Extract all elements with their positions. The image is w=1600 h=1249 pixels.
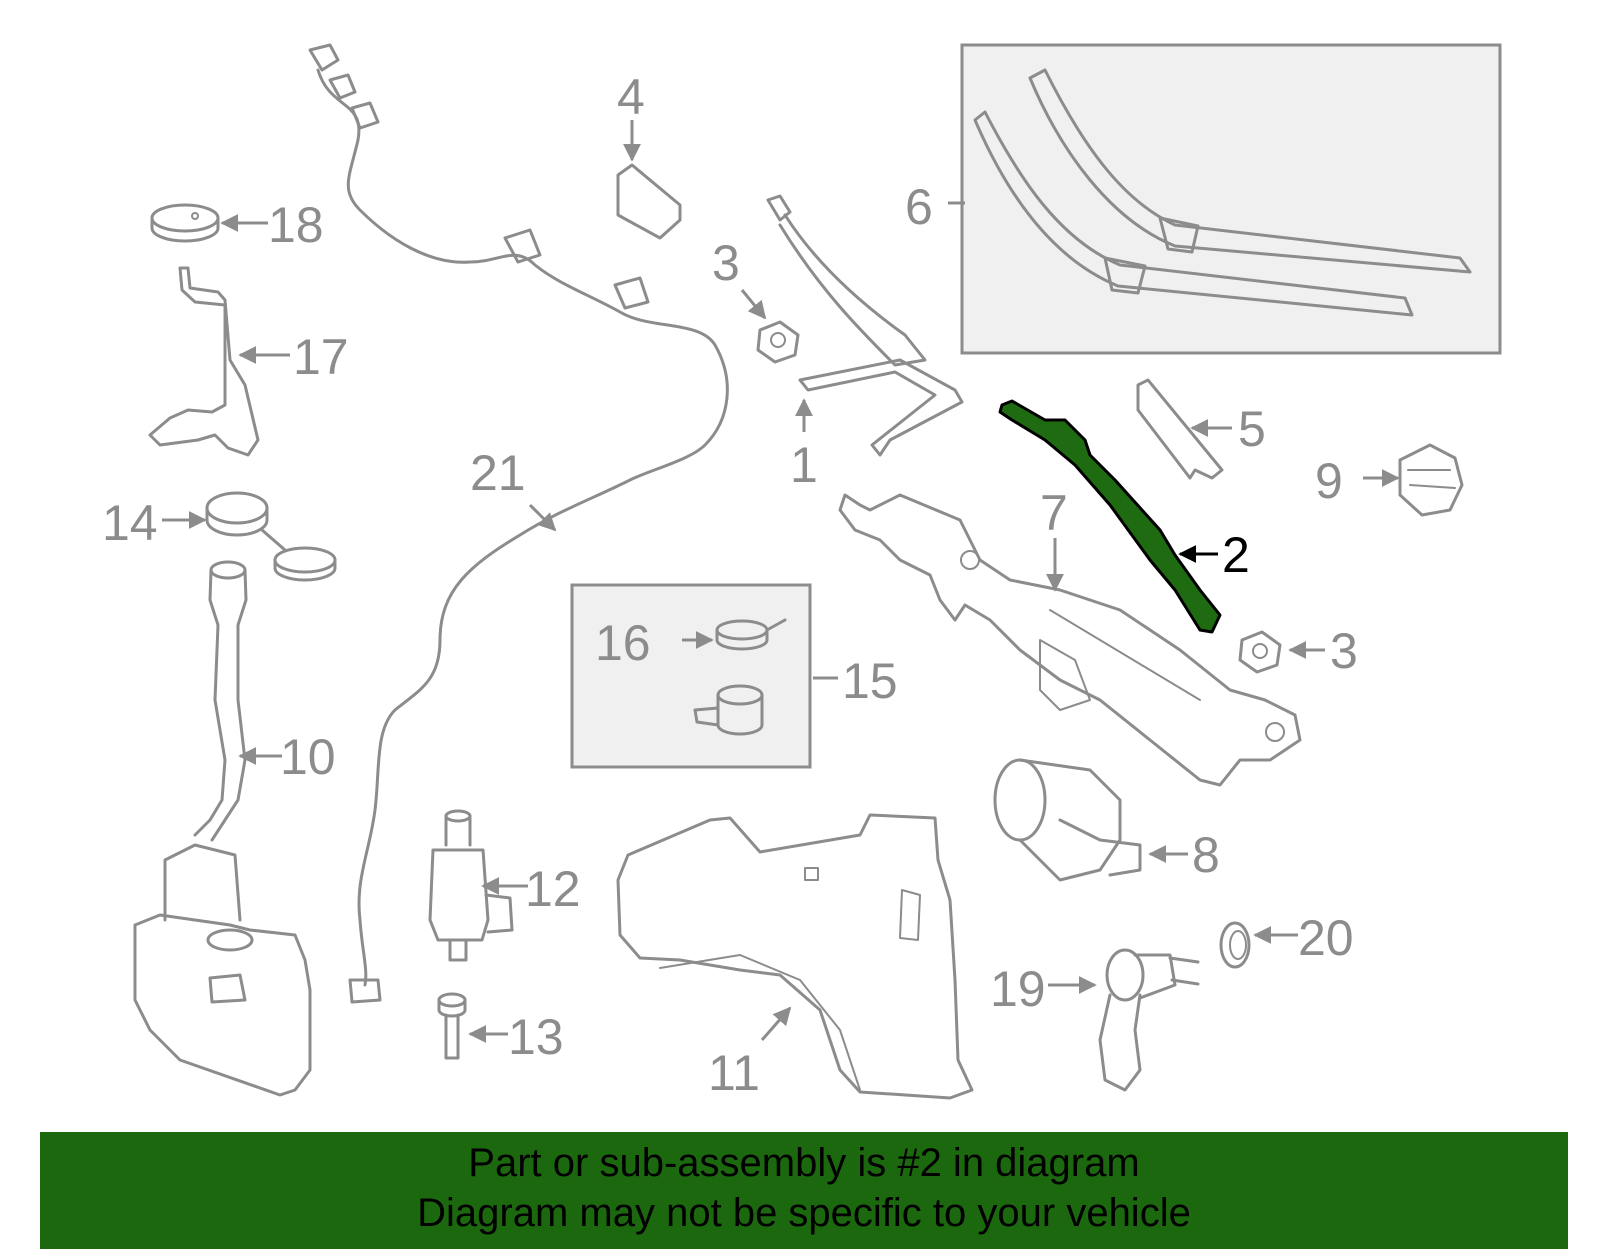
reservoir-tank-drawing xyxy=(133,843,312,1097)
callout-12[interactable]: 12 xyxy=(525,861,581,917)
callout-21[interactable]: 21 xyxy=(470,445,526,501)
callout-9[interactable]: 9 xyxy=(1315,453,1343,509)
banner-line-1: Part or sub-assembly is #2 in diagram xyxy=(468,1141,1140,1185)
callout-5[interactable]: 5 xyxy=(1238,401,1266,457)
hose-21-drawing xyxy=(308,43,729,1004)
callout-4[interactable]: 4 xyxy=(617,69,645,125)
callout-1[interactable]: 1 xyxy=(790,437,818,493)
wiper-frame-drawing xyxy=(838,493,1302,787)
grommet-9-drawing xyxy=(1398,443,1464,517)
wiper-linkage-drawing xyxy=(766,194,964,457)
callout-6[interactable]: 6 xyxy=(905,179,933,235)
callout-10[interactable]: 10 xyxy=(280,729,336,785)
bolt-13-drawing xyxy=(437,992,467,1060)
callout-3a[interactable]: 3 xyxy=(712,235,740,291)
wiper-motor-drawing xyxy=(993,758,1142,882)
wiper-arm-highlighted[interactable] xyxy=(998,399,1222,634)
callout-14[interactable]: 14 xyxy=(102,495,158,551)
callout-3b[interactable]: 3 xyxy=(1330,623,1358,679)
nut-3a-drawing xyxy=(756,320,800,364)
callout-8[interactable]: 8 xyxy=(1192,827,1220,883)
callout-11[interactable]: 11 xyxy=(708,1045,760,1101)
cap-18-drawing xyxy=(150,203,220,243)
callout-18[interactable]: 18 xyxy=(268,197,324,253)
level-sensor-19-drawing xyxy=(1098,948,1200,1092)
callout-19[interactable]: 19 xyxy=(990,961,1046,1017)
blade-set-box xyxy=(960,43,1502,355)
seal-5-drawing xyxy=(1136,378,1224,480)
callout-20[interactable]: 20 xyxy=(1298,910,1354,966)
bracket-17-drawing xyxy=(148,266,260,457)
pump-kit-drawing xyxy=(693,618,787,736)
callout-7[interactable]: 7 xyxy=(1040,485,1068,541)
banner-line-2: Diagram may not be specific to your vehi… xyxy=(417,1191,1191,1235)
pump-kit-box xyxy=(570,583,812,769)
cap-4-drawing xyxy=(616,163,682,240)
info-banner: Part or sub-assembly is #2 in diagram Di… xyxy=(40,1132,1568,1249)
callout-2[interactable]: 2 xyxy=(1222,527,1250,583)
reservoir-11-drawing xyxy=(616,813,974,1100)
callout-13[interactable]: 13 xyxy=(508,1009,564,1065)
filler-neck-10-drawing xyxy=(193,560,248,842)
nut-3b-drawing xyxy=(1238,630,1282,674)
cap-14-drawing xyxy=(205,491,337,582)
washer-pump-12-drawing xyxy=(428,809,514,962)
callout-16[interactable]: 16 xyxy=(595,615,651,671)
callout-15[interactable]: 15 xyxy=(842,653,898,709)
wiper-blades-drawing xyxy=(973,68,1472,317)
grommet-20-drawing xyxy=(1219,921,1251,969)
callout-17[interactable]: 17 xyxy=(293,329,349,385)
